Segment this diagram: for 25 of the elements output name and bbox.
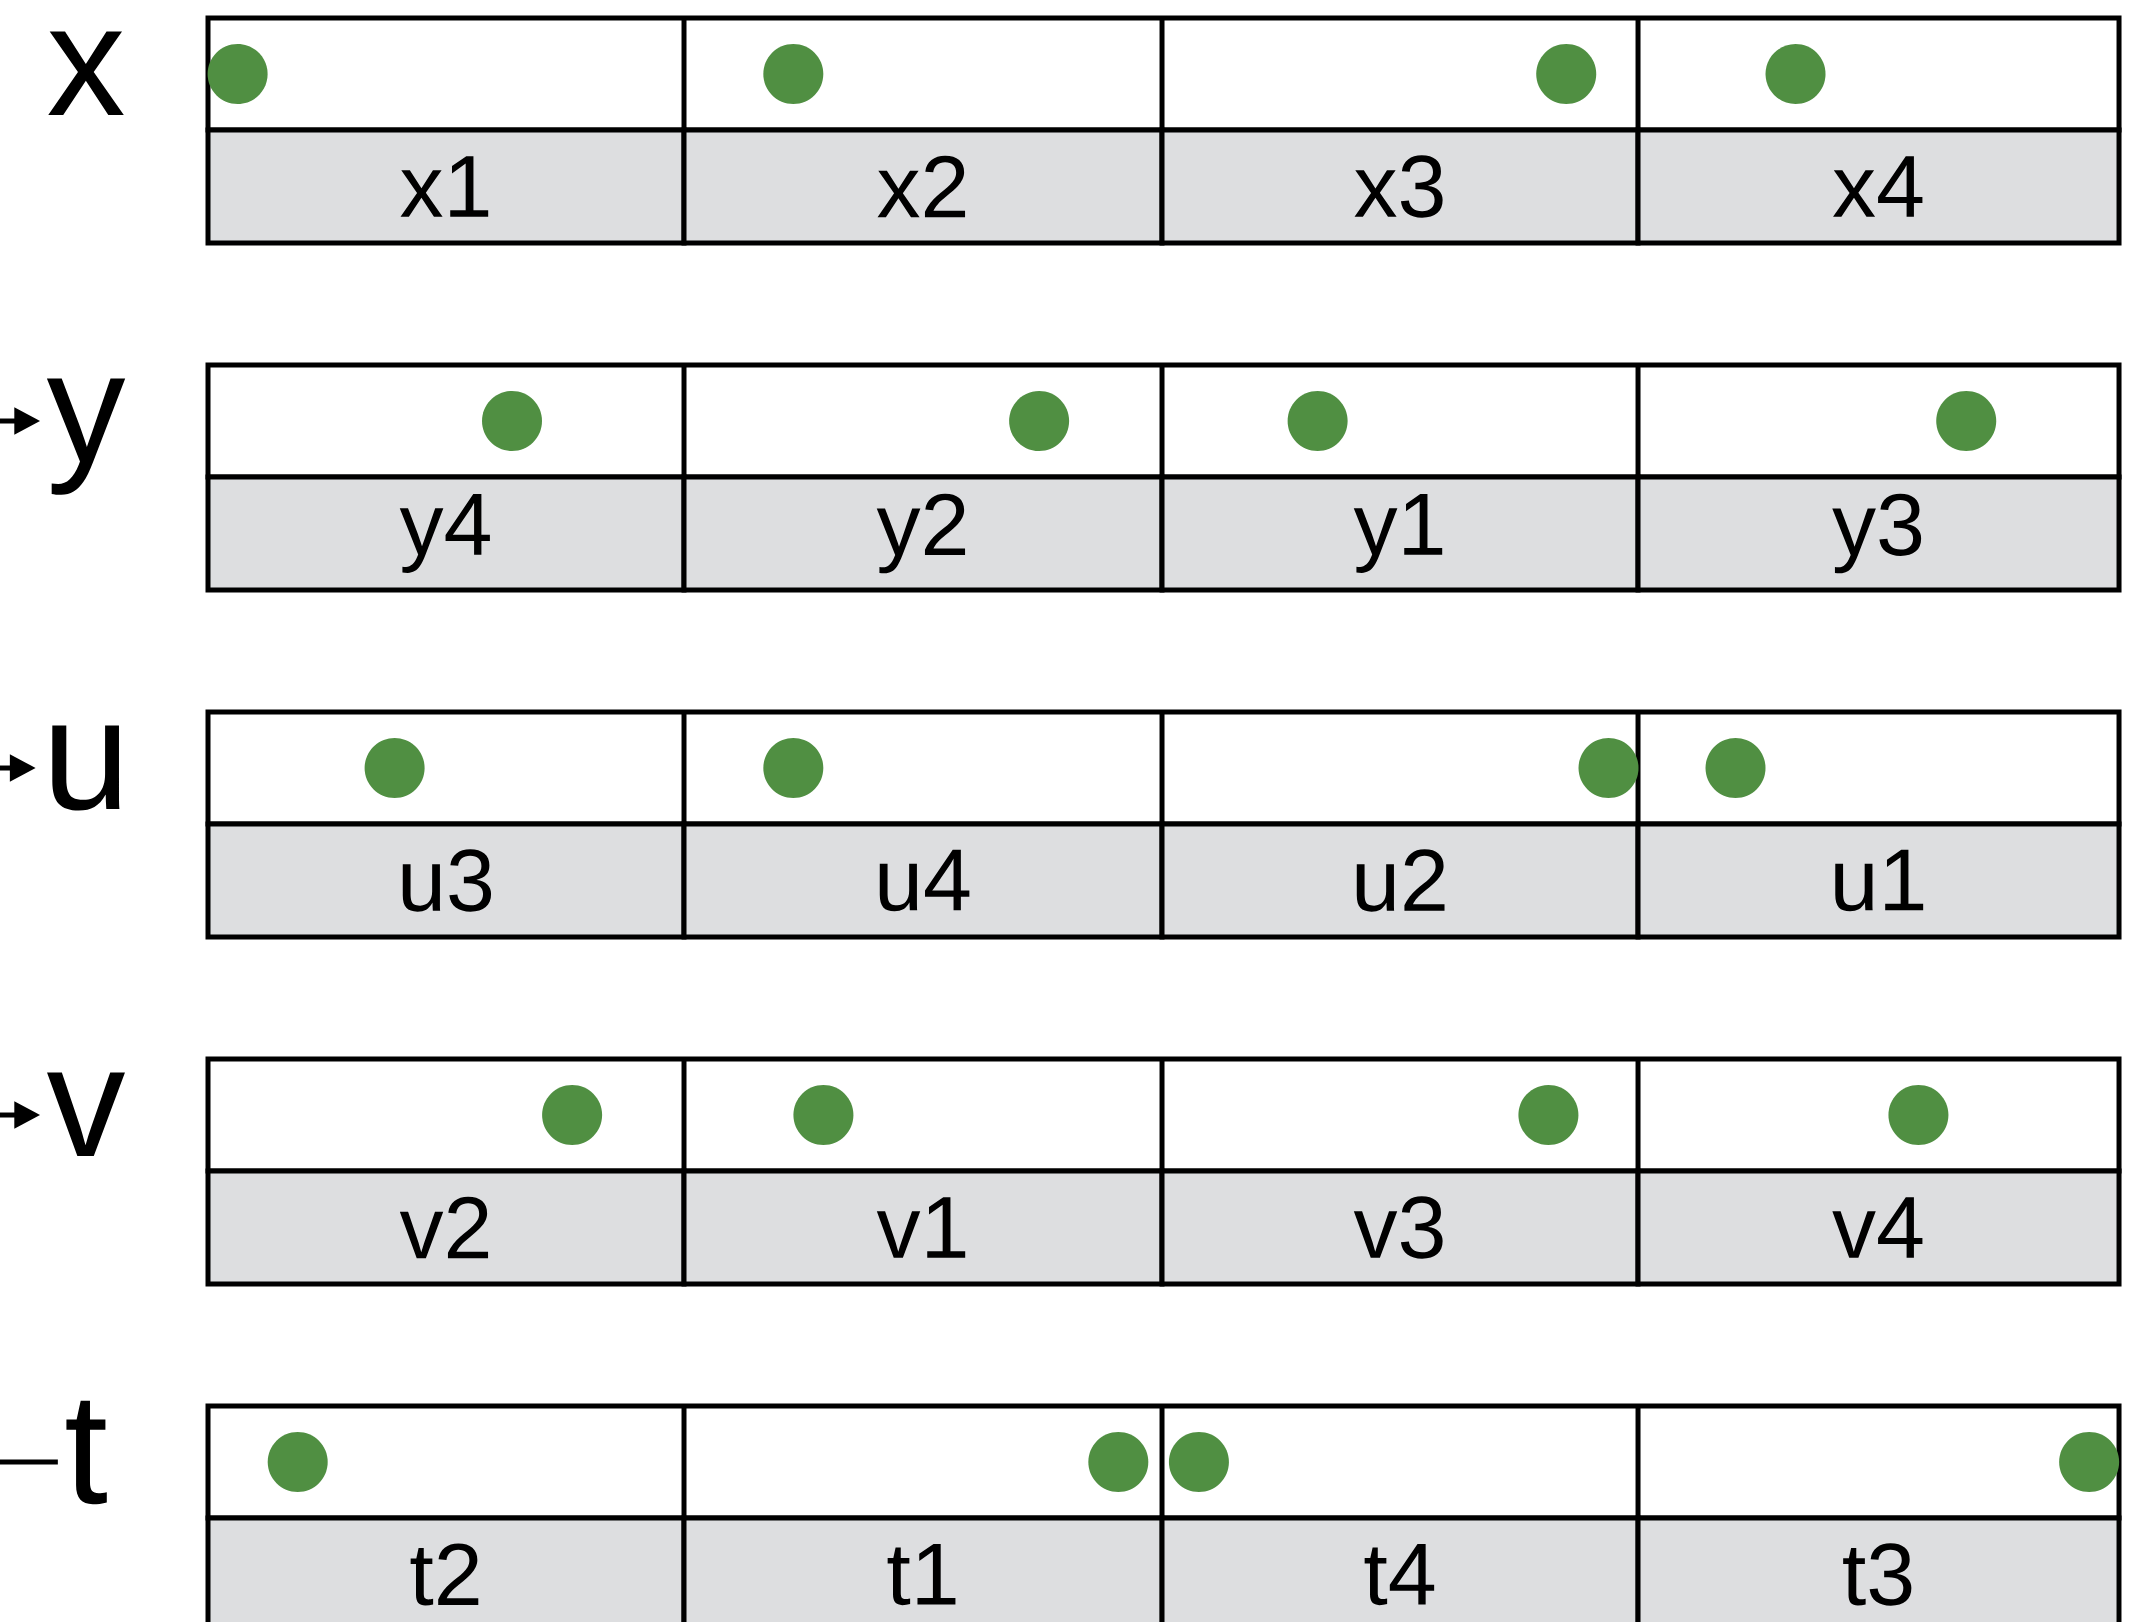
row-letter: t [66,1400,107,1505]
label-cell: y1 [1159,474,1641,593]
label-cell: u3 [205,821,687,940]
label-cell: v2 [205,1168,687,1287]
label-cell: t3 [1635,1515,2122,1622]
row-letter: u [52,725,120,811]
label-cell: t1 [681,1515,1165,1622]
label-cell: y2 [681,474,1165,593]
label-cell: u2 [1159,821,1641,940]
label-cell: x3 [1159,127,1641,246]
label-cell: u4 [681,821,1165,940]
label-cell: v4 [1635,1168,2122,1287]
label-cell: y4 [205,474,687,593]
label-cell: x4 [1635,127,2122,246]
label-cell: u1 [1635,821,2122,940]
row-letter: x [48,31,124,115]
label-cell: v3 [1159,1168,1641,1287]
row-letter: v [47,1072,125,1156]
label-cell: x1 [205,127,687,246]
label-cell: v1 [681,1168,1165,1287]
label-cell: y3 [1635,474,2122,593]
label-cell: x2 [681,127,1165,246]
label-cell: t4 [1159,1515,1641,1622]
label-cell: t2 [205,1515,687,1622]
row-letter: y [46,378,126,495]
